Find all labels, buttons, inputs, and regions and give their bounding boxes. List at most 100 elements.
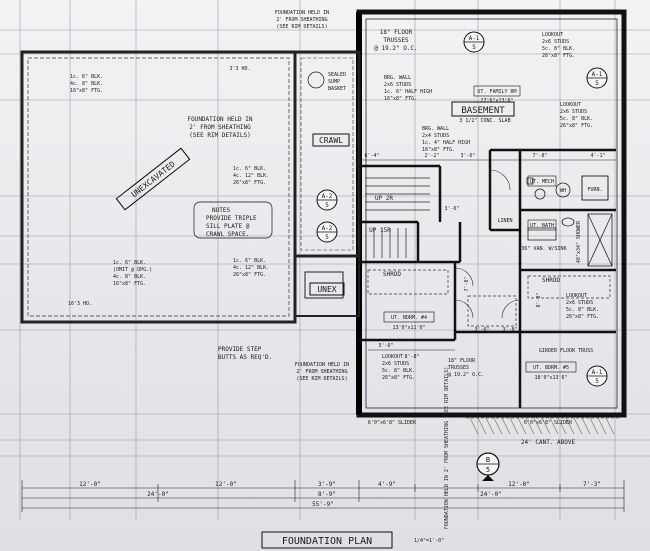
dimension-label: 7'-8": [532, 153, 547, 159]
section-marker: B 5: [476, 452, 500, 481]
note-line: 1c. 6" HALF HIGH: [384, 89, 432, 95]
sump-icon: [307, 71, 325, 89]
note-line: PROVIDE STEP: [218, 346, 262, 353]
dimension-label: 12'-0": [508, 481, 530, 488]
note-line: (SEE RIM DETAILS): [276, 24, 327, 30]
note-cant-above: 24' CANT. ABOVE: [521, 439, 576, 446]
note-slider-left: 6'0"x6'8" SLIDER: [368, 420, 417, 426]
note-line: 1c. 6" BLK.: [113, 260, 146, 266]
note-line: 18" FLOOR: [448, 358, 476, 364]
interior-partitions: [359, 148, 616, 408]
note-line: 2x4 STUDS: [422, 133, 449, 139]
unexcavated-label: UNEXCAVATED: [130, 159, 177, 199]
note-line: BRG. WALL: [422, 126, 449, 132]
note-line: LOOKOUT: [382, 354, 403, 360]
note-lookout-c: LOOKOUT 2x6 STUDS 5c. 8" BLK. 26"x8" FTG…: [382, 354, 415, 381]
section-sheet: 5: [325, 202, 329, 209]
note-line: 5c. 8" BLK.: [560, 116, 593, 122]
note-trusses-top: 18" FLOOR TRUSSES @ 19.2" O.C.: [374, 29, 417, 52]
dimension-label: 7'-3": [583, 481, 601, 488]
dimension-lines: [21, 159, 625, 512]
notes-box-text: NOTES PROVIDE TRIPLE SILL PLATE @ CRAWL …: [206, 207, 257, 238]
section-sheet: 5: [472, 44, 476, 51]
section-markers: A-1 5 A-1 5 A-2 5 A-2 5 A-1 5: [316, 31, 608, 481]
overall-dimensions: 12'-0" 12'-0" 3'-9" 4'-9" 12'-0" 7'-3" 2…: [79, 481, 601, 508]
shroud-right-label: SHROD: [542, 277, 560, 284]
unexcavated-label-box: [115, 147, 191, 211]
note-provide-step: PROVIDE STEP BUTTS AS REQ'D.: [218, 346, 272, 361]
note-line: BRG. WALL: [384, 75, 411, 81]
section-number: A-1: [469, 35, 480, 42]
note-lookout-b: LOOKOUT 2x6 STUDS 5c. 8" BLK. 26"x8" FTG…: [560, 102, 593, 129]
note-vanity: 36" VAN. W/SINK: [521, 246, 566, 252]
note-line: FOUNDATION HELD IN: [275, 10, 329, 16]
note-line: NOTES: [212, 207, 230, 214]
bedroom5-label: UT. BDRM. #5: [533, 365, 569, 371]
slider-hatch: [466, 417, 620, 435]
water-heater-label: WH: [560, 188, 566, 194]
note-line: 4c. 12" BLK.: [233, 173, 269, 179]
note-found-held-top: FOUNDATION HELD IN 2' FROM SHEATHING (SE…: [275, 10, 329, 30]
note-line: 16"x8" FTG.: [422, 147, 455, 153]
note-line: 2' FROM SHEATHING: [189, 124, 251, 131]
note-found-held-vertical: FOUNDATION HELD IN 2' FROM SHEATHING (SE…: [444, 367, 450, 530]
section-number: A-2: [322, 193, 333, 200]
note-up-15r: UP 15R: [369, 227, 391, 234]
dimension-label: 24'-0": [147, 491, 169, 498]
note-slider-right: 6'0"x6'8" SLIDER: [524, 420, 573, 426]
dimension-label: 3'-6": [444, 206, 459, 212]
note-line: PROVIDE TRIPLE: [206, 215, 257, 222]
note-line: LOOKOUT: [566, 293, 587, 299]
note-line: 2x6 STUDS: [566, 300, 593, 306]
note-line: 26"x8" FTG.: [233, 180, 266, 186]
dimension-label: 55'-9": [312, 501, 334, 508]
note-line: 16"x8" FTG.: [113, 281, 146, 287]
note-line: 1c. 6" BLK.: [233, 258, 266, 264]
section-number: A-2: [322, 225, 333, 232]
note-line: (SEE RIM DETAILS): [296, 376, 347, 382]
section-number: B: [486, 456, 490, 464]
dimension-label: 24'-0": [480, 491, 502, 498]
note-line: 5c. 8" BLK.: [566, 307, 599, 313]
note-line: 5c. 8" BLK.: [542, 46, 575, 52]
note-line: 16"x8" FTG.: [384, 96, 417, 102]
section-number: A-1: [592, 369, 603, 376]
note-line: LOOKOUT: [542, 32, 563, 38]
section-sheet: 5: [595, 378, 599, 385]
note-found-held-left: FOUNDATION HELD IN 2' FROM SHEATHING (SE…: [187, 116, 252, 139]
door-swings: [454, 169, 521, 319]
note-shower: 48"x34" SHOWER: [576, 220, 582, 263]
note-line: 2' FROM SHEATHING: [276, 17, 327, 23]
note-line: 26"x8" FTG.: [566, 314, 599, 320]
note-line: BASKET: [328, 86, 346, 92]
note-line: 2x6 STUDS: [560, 109, 587, 115]
note-line: SEALED: [328, 72, 346, 78]
bdrm5-label-box: [525, 361, 577, 373]
section-number: A-1: [592, 71, 603, 78]
note-found-held-mid: FOUNDATION HELD IN 2' FROM SHEATHING (SE…: [295, 362, 349, 382]
closet-outlines: [367, 269, 611, 327]
note-line: 2x6 STUDS: [382, 361, 409, 367]
note-line: FOUNDATION HELD IN: [295, 362, 349, 368]
note-line: TRUSSES: [448, 365, 469, 371]
unex-label: UNEX: [317, 285, 336, 294]
linen-label: LINEN: [497, 218, 512, 224]
family-room-label: UT. FAMILY RM: [477, 89, 516, 95]
note-line: 18" FLOOR: [380, 29, 413, 36]
dimension-label: 5'-6": [378, 343, 393, 349]
basement-label-box: [451, 101, 515, 117]
note-line: SUMP: [328, 79, 340, 85]
dimension-label: 4'-9": [378, 481, 396, 488]
title-box: [261, 531, 393, 549]
note-blk-b: 1c. 6" BLK. 4c. 12" BLK. 26"x8" FTG.: [233, 166, 269, 186]
dimension-label: 8'-8": [404, 354, 419, 360]
stairs: [365, 177, 430, 258]
dimension-label: 3'-6": [474, 327, 489, 333]
dimension-label: 8'-0": [536, 292, 542, 307]
note-line: BUTTS AS REQ'D.: [218, 354, 272, 361]
interior-dimensions: 6'-4" 2'-2" 3'-6" 7'-8" 4'-1" 3'-6" 5'-6…: [364, 153, 605, 360]
furnace-box: [581, 175, 609, 201]
note-line: 4c. 8" BLK.: [70, 81, 103, 87]
